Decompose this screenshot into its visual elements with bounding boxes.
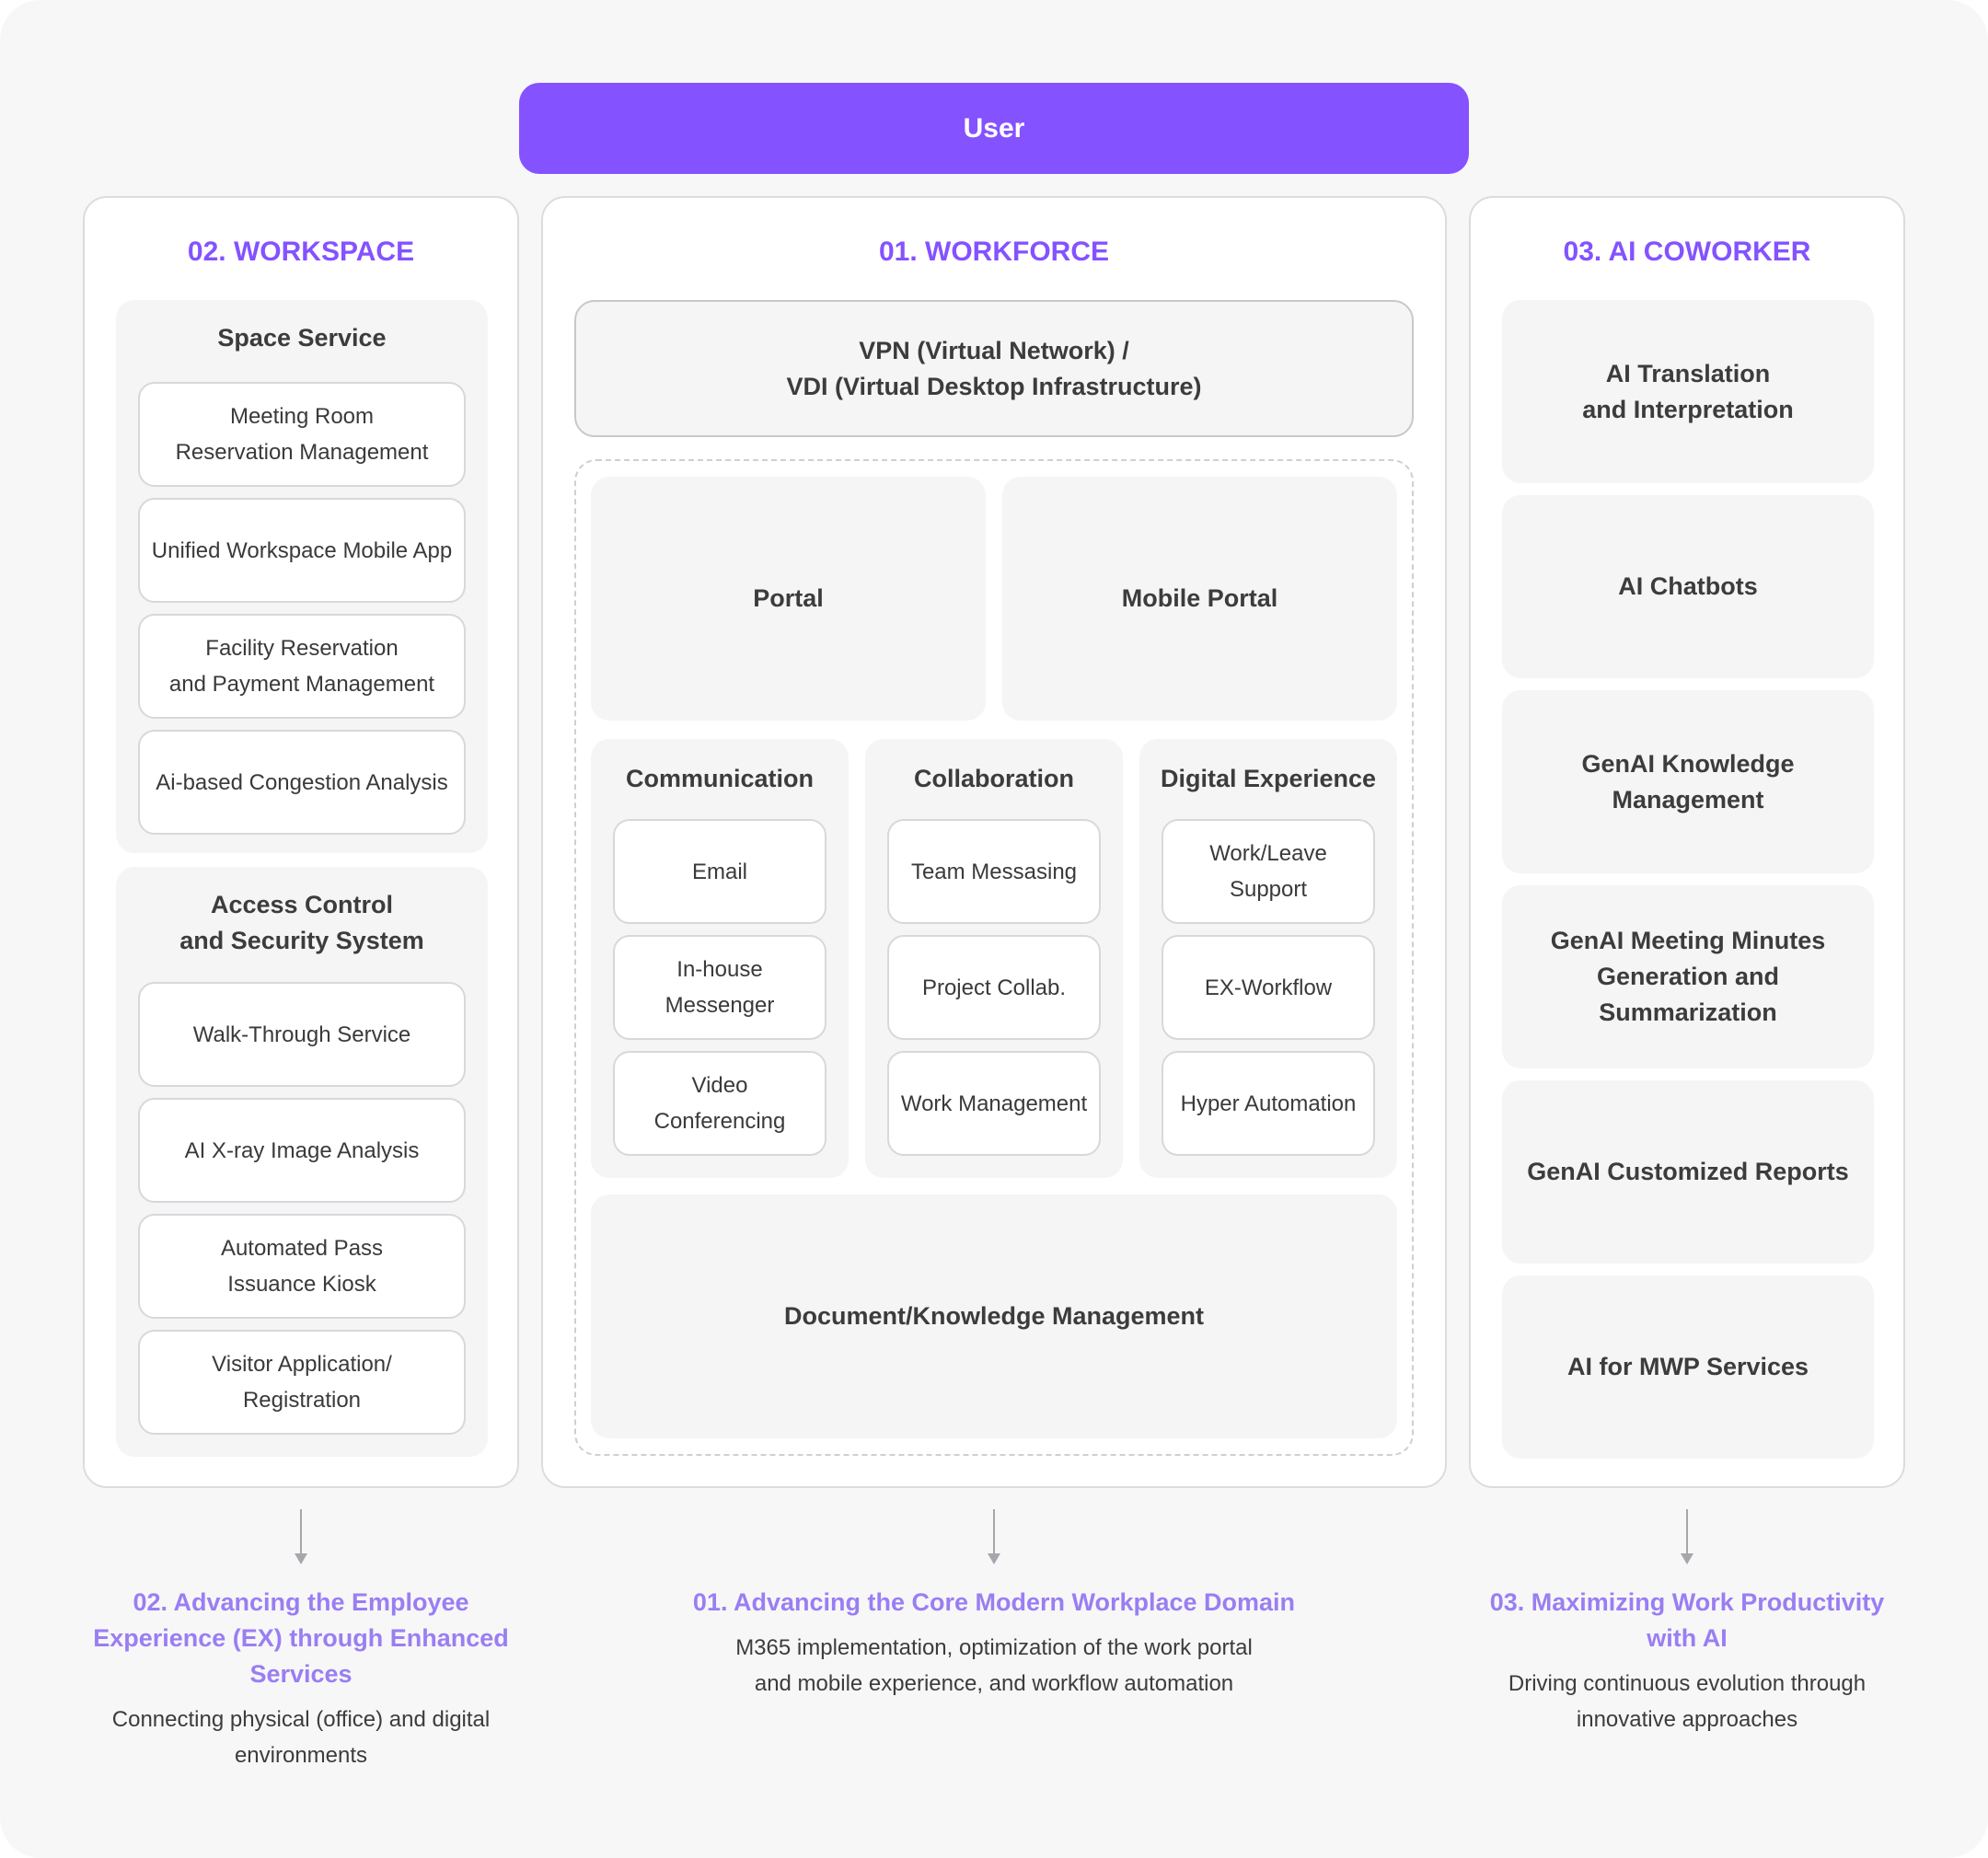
automated-pass-kiosk-card: Automated Pass Issuance Kiosk xyxy=(138,1214,466,1319)
ai-down-arrow-icon xyxy=(1678,1509,1696,1566)
ai-outcome: 03. Maximizing Work Productivity with AI… xyxy=(1471,1585,1903,1737)
vpn-vdi-box: VPN (Virtual Network) / VDI (Virtual Des… xyxy=(574,300,1414,437)
ai-outcome-desc: Driving continuous evolution through inn… xyxy=(1508,1671,1867,1732)
workforce-down-arrow-icon xyxy=(985,1509,1003,1566)
meeting-room-reservation-card: Meeting Room Reservation Management xyxy=(138,382,466,487)
document-knowledge-tile: Document/Knowledge Management xyxy=(591,1194,1397,1438)
unified-workspace-mobile-app-card: Unified Workspace Mobile App xyxy=(138,498,466,603)
core-services-dashed-area xyxy=(574,459,1414,1456)
video-conferencing-card: Video Conferencing xyxy=(613,1051,826,1156)
workforce-outcome: 01. Advancing the Core Modern Workplace … xyxy=(552,1585,1436,1702)
access-control-group: Access Control and Security System Walk-… xyxy=(116,867,488,1457)
workspace-down-arrow-icon xyxy=(292,1509,310,1566)
ai-coworker-title: 03. AI COWORKER xyxy=(1563,237,1811,267)
visitor-registration-card: Visitor Application/ Registration xyxy=(138,1330,466,1435)
space-service-title: Space Service xyxy=(217,324,387,352)
email-card: Email xyxy=(613,819,826,924)
access-control-title: Access Control and Security System xyxy=(179,891,424,954)
collaboration-title: Collaboration xyxy=(914,765,1074,792)
ai-mwp-services-tile: AI for MWP Services xyxy=(1502,1275,1874,1459)
workspace-outcome: 02. Advancing the Employee Experience (E… xyxy=(85,1585,517,1773)
facility-reservation-payment-card: Facility Reservation and Payment Managem… xyxy=(138,614,466,719)
ai-chatbots-tile: AI Chatbots xyxy=(1502,495,1874,678)
work-management-card: Work Management xyxy=(887,1051,1101,1156)
ai-xray-image-analysis-card: AI X-ray Image Analysis xyxy=(138,1098,466,1203)
workspace-outcome-desc: Connecting physical (office) and digital… xyxy=(111,1707,491,1768)
communication-group: Communication Email In-house Messenger V… xyxy=(591,739,849,1178)
workforce-outcome-desc: M365 implementation, optimization of the… xyxy=(735,1635,1253,1696)
walk-through-service-card: Walk-Through Service xyxy=(138,982,466,1087)
hyper-automation-card: Hyper Automation xyxy=(1162,1051,1375,1156)
communication-title: Communication xyxy=(625,765,814,792)
in-house-messenger-card: In-house Messenger xyxy=(613,935,826,1040)
workforce-column: 01. WORKFORCE VPN (Virtual Network) / VD… xyxy=(541,196,1447,1488)
ex-workflow-card: EX-Workflow xyxy=(1162,935,1375,1040)
user-box: User xyxy=(519,83,1469,174)
congestion-analysis-card: Ai-based Congestion Analysis xyxy=(138,730,466,835)
ai-translation-tile: AI Translation and Interpretation xyxy=(1502,300,1874,483)
space-service-group: Space Service Meeting Room Reservation M… xyxy=(116,300,488,853)
ai-outcome-title: 03. Maximizing Work Productivity with AI xyxy=(1489,1588,1885,1652)
workspace-column: 02. WORKSPACE Space Service Meeting Room… xyxy=(83,196,519,1488)
workspace-outcome-title: 02. Advancing the Employee Experience (E… xyxy=(93,1588,509,1688)
project-collab-card: Project Collab. xyxy=(887,935,1101,1040)
collaboration-group: Collaboration Team Messasing Project Col… xyxy=(865,739,1123,1178)
digital-experience-group: Digital Experience Work/Leave Support EX… xyxy=(1139,739,1397,1178)
workspace-title: 02. WORKSPACE xyxy=(187,237,415,267)
ai-coworker-column: 03. AI COWORKER AI Translation and Inter… xyxy=(1469,196,1905,1488)
workforce-outcome-title: 01. Advancing the Core Modern Workplace … xyxy=(692,1588,1296,1616)
workforce-title: 01. WORKFORCE xyxy=(878,237,1110,267)
genai-meeting-minutes-tile: GenAI Meeting Minutes Generation and Sum… xyxy=(1502,885,1874,1068)
mobile-portal-tile: Mobile Portal xyxy=(1002,477,1397,721)
genai-reports-tile: GenAI Customized Reports xyxy=(1502,1080,1874,1264)
portal-tile: Portal xyxy=(591,477,986,721)
work-leave-support-card: Work/Leave Support xyxy=(1162,819,1375,924)
genai-knowledge-tile: GenAI Knowledge Management xyxy=(1502,690,1874,873)
digital-experience-title: Digital Experience xyxy=(1160,765,1377,792)
team-messaging-card: Team Messasing xyxy=(887,819,1101,924)
